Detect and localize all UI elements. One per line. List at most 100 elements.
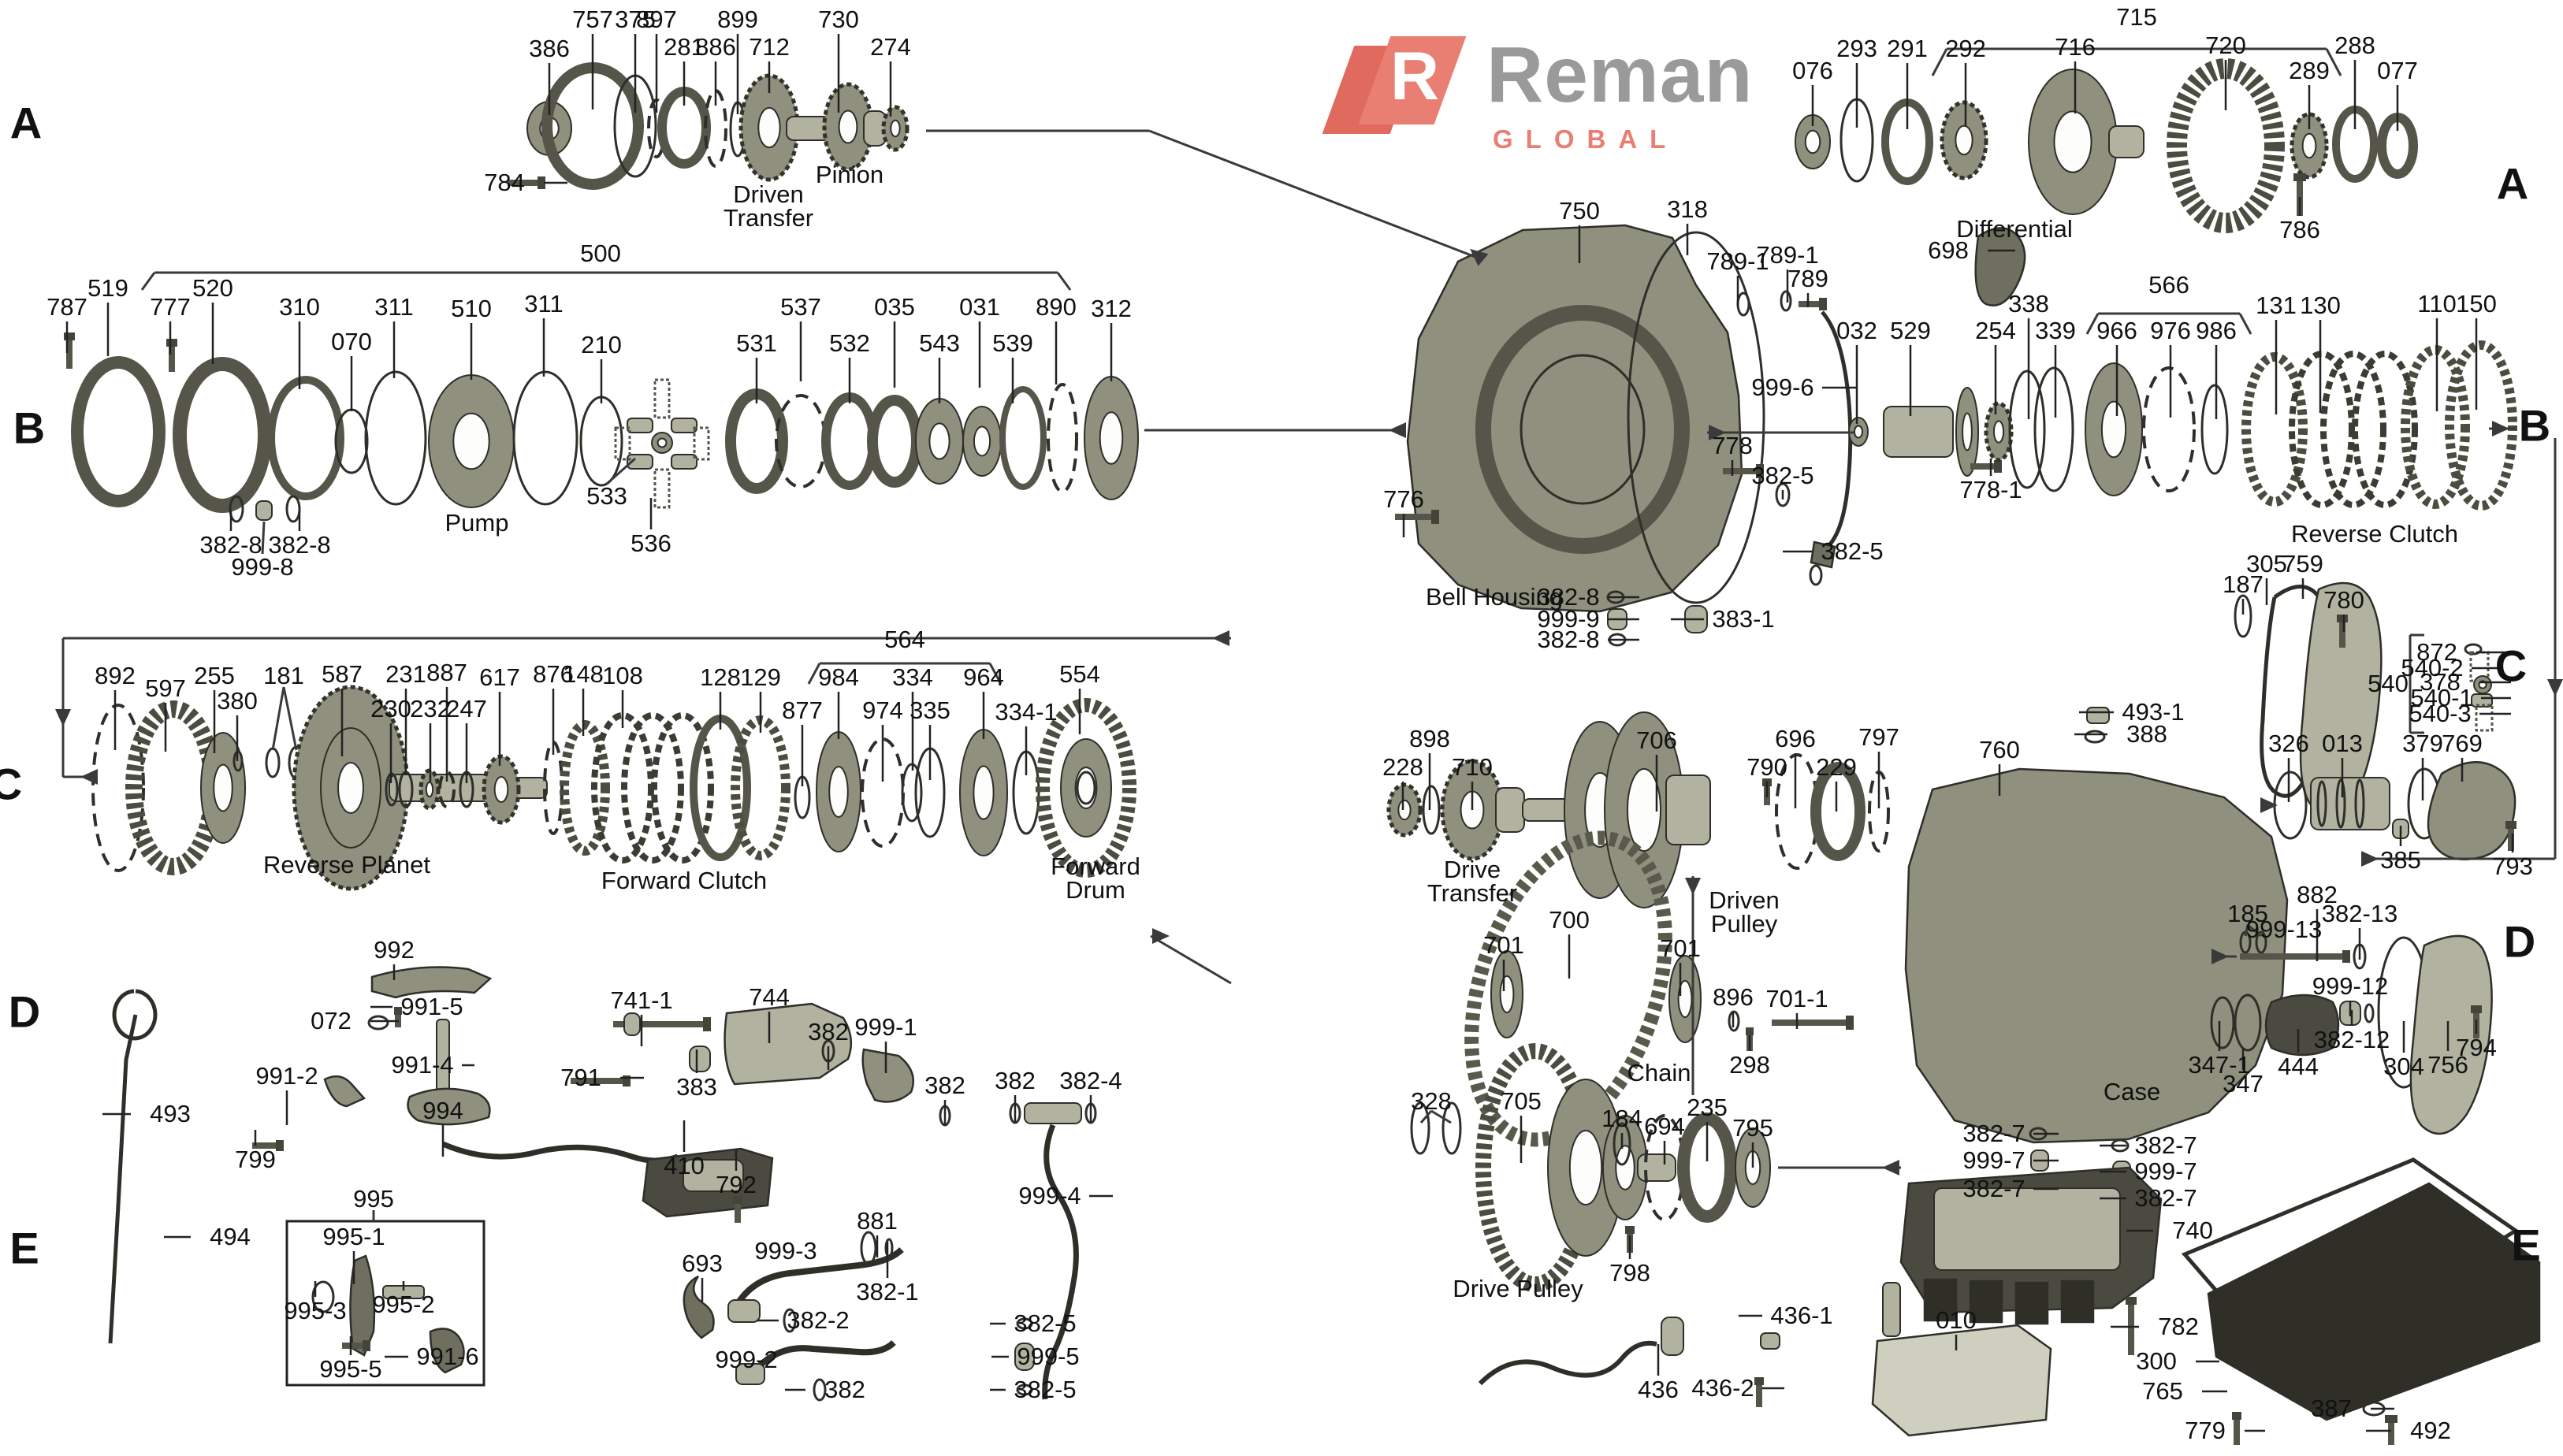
part-shape	[1994, 460, 2002, 473]
part-shape	[1047, 383, 1078, 493]
part-label-897: 897	[636, 6, 677, 33]
part-shape	[621, 712, 684, 864]
part-shape	[2060, 1280, 2095, 1324]
part-shape	[364, 370, 427, 506]
part-name-reverse-clutch: Reverse Clutch	[2291, 520, 2458, 548]
part-label-795: 795	[1732, 1114, 1773, 1142]
part-label-700: 700	[1549, 906, 1590, 934]
part-label-382-13: 382-13	[2321, 900, 2398, 927]
part-label-999-2: 999-2	[715, 1346, 778, 1373]
part-label-382-8: 382-8	[268, 531, 331, 559]
part-label-298: 298	[1729, 1051, 1770, 1079]
part-shape	[1499, 975, 1515, 1014]
part-label-896: 896	[1713, 983, 1754, 1011]
part-label-782: 782	[2158, 1313, 2199, 1340]
part-label-289: 289	[2289, 57, 2330, 84]
part-name-driven: Driven	[733, 180, 804, 208]
part-shape	[614, 426, 631, 461]
part-label-794: 794	[2456, 1034, 2497, 1061]
row-letter-b: B	[13, 403, 46, 453]
part-shape	[1970, 463, 1996, 470]
part-label-994: 994	[422, 1097, 463, 1124]
part-label-492: 492	[2410, 1417, 2451, 1444]
part-shape	[1772, 1020, 1847, 1026]
part-shape	[173, 357, 272, 513]
part-label-493-1: 493-1	[2122, 698, 2185, 726]
part-label-210: 210	[581, 331, 622, 358]
connector-line	[282, 686, 298, 751]
part-label-013: 013	[2322, 730, 2363, 757]
part-shape	[91, 704, 145, 872]
part-shape	[112, 989, 158, 1041]
part-label-382-5: 382-5	[1821, 537, 1884, 565]
part-shape	[429, 1328, 465, 1374]
part-label-493: 493	[150, 1100, 191, 1127]
part-shape	[265, 747, 281, 778]
part-shape	[1760, 1332, 1780, 1350]
part-shape	[2352, 351, 2418, 508]
part-label-976: 976	[2150, 317, 2191, 344]
part-label-130: 130	[2300, 292, 2341, 319]
part-shape	[1923, 1278, 1958, 1322]
part-shape	[2427, 761, 2517, 860]
part-shape	[2409, 934, 2493, 1135]
part-label-500: 500	[580, 240, 621, 267]
part-shape	[64, 332, 75, 340]
part-label-799: 799	[235, 1146, 276, 1173]
part-label-328: 328	[1411, 1087, 1452, 1115]
part-label-778: 778	[1712, 432, 1753, 459]
part-shape	[441, 1141, 679, 1164]
part-label-790: 790	[1746, 753, 1787, 781]
part-shape	[1016, 1317, 1033, 1330]
part-label-999-12: 999-12	[2312, 972, 2389, 1000]
connector-line	[988, 663, 1003, 685]
part-shape	[1475, 305, 1690, 554]
part-shape	[973, 425, 991, 457]
part-label-382-8: 382-8	[1537, 626, 1600, 653]
part-shape	[1637, 1153, 1676, 1182]
part-label-334: 334	[892, 663, 933, 691]
part-label-293: 293	[1836, 35, 1877, 62]
part-label-564: 564	[884, 626, 925, 653]
part-shape	[884, 1238, 894, 1258]
part-label-540-3: 540-3	[2409, 700, 2472, 727]
part-label-999-6: 999-6	[1751, 373, 1814, 401]
connector-line	[1430, 1109, 1452, 1124]
part-label-787: 787	[46, 293, 87, 321]
part-label-756: 756	[2427, 1051, 2468, 1079]
part-shape	[2445, 340, 2517, 511]
part-shape	[2240, 953, 2344, 960]
part-label-382: 382	[808, 1018, 849, 1046]
part-label-338: 338	[2008, 290, 2049, 318]
part-shape	[1410, 1101, 1430, 1155]
part-shape	[1780, 290, 1792, 312]
part-label-254: 254	[1975, 317, 2016, 344]
part-label-281: 281	[664, 33, 705, 61]
part-label-881: 881	[857, 1207, 898, 1235]
part-shape	[2014, 1281, 2049, 1325]
part-shape	[2142, 366, 2196, 492]
part-label-382-7: 382-7	[2134, 1131, 2197, 1159]
part-label-128: 128	[700, 663, 741, 691]
part-label-150: 150	[2456, 290, 2497, 318]
part-label-991-6: 991-6	[416, 1343, 479, 1370]
part-shape	[1723, 468, 1758, 474]
part-shape	[1810, 540, 1836, 569]
part-label-776: 776	[1383, 485, 1424, 513]
part-shape	[1804, 129, 1821, 154]
part-shape	[2053, 110, 2092, 173]
part-shape	[2388, 1423, 2394, 1445]
part-shape	[2508, 829, 2514, 851]
part-shape	[2234, 594, 2252, 638]
part-label-744: 744	[749, 983, 790, 1011]
connector-line	[2325, 48, 2342, 76]
part-label-741-1: 741-1	[610, 986, 673, 1014]
part-label-311: 311	[524, 290, 564, 318]
part-shape	[2264, 994, 2340, 1057]
part-shape	[1871, 1324, 2052, 1437]
part-label-077: 077	[2377, 57, 2418, 84]
part-label-999-7: 999-7	[1962, 1146, 2025, 1174]
part-label-380: 380	[217, 687, 258, 715]
part-label-995: 995	[353, 1185, 394, 1213]
part-label-187: 187	[2223, 570, 2264, 598]
